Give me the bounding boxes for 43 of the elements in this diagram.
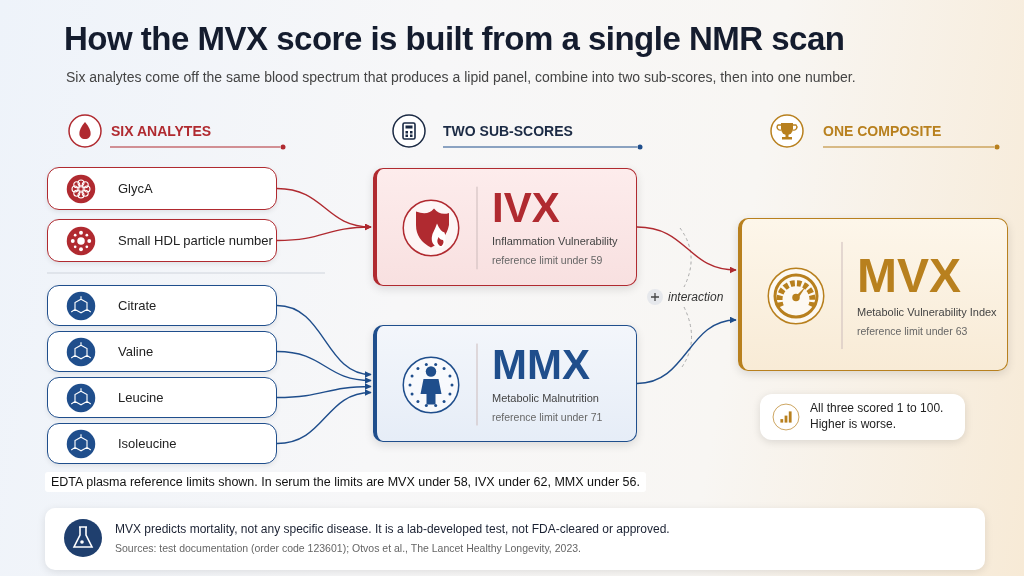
analyte-box [47, 167, 277, 210]
subtitle: Six analytes come off the same blood spectrum that produces a lipid panel, combine into two sub-scores, then into one number. [66, 69, 856, 85]
score-name: IVX [492, 187, 560, 229]
analyte-name: Leucine [118, 390, 164, 405]
score-card [373, 325, 637, 442]
arrow [276, 223, 372, 242]
analyte-box [47, 331, 277, 372]
score-description: Metabolic Vulnerability Index [857, 305, 997, 318]
arrow [276, 389, 372, 445]
arrow [276, 350, 372, 384]
analyte-box [47, 423, 277, 464]
analyte-box [47, 377, 277, 418]
score-card [738, 218, 1008, 371]
reference-limit: reference limit under 59 [492, 254, 603, 266]
analyte-box [47, 219, 277, 262]
score-description: Metabolic Malnutrition [492, 391, 599, 404]
arrow [276, 383, 372, 399]
score-description: Inflammation Vulnerability [492, 235, 618, 247]
section-heading: TWO SUB-SCORES [443, 123, 573, 139]
reference-limit: reference limit under 63 [857, 324, 968, 337]
score-card [373, 168, 637, 286]
interaction-label: interaction [668, 290, 724, 304]
note-text: All three scored 1 to 100. Higher is worse. [810, 400, 945, 432]
disclaimer: MVX predicts mortality, not any specific disease. It is a lab-developed test, not FDA-cleared or approved. [115, 522, 670, 536]
reference-limit: reference limit under 71 [492, 410, 603, 423]
analyte-box [47, 285, 277, 326]
note-card [760, 394, 965, 440]
analyte-name: Citrate [118, 298, 157, 313]
title: How the MVX score is built from a single NMR scan [64, 20, 845, 58]
arrow [636, 226, 737, 273]
score-name: MMX [492, 343, 590, 386]
footnote: EDTA plasma reference limits shown. In serum the limits are MVX under 58, IVX under 62, MMX under 56. [45, 472, 646, 492]
section-heading: SIX ANALYTES [111, 123, 212, 139]
footer-card [45, 508, 985, 570]
arrow [276, 304, 372, 378]
analyte-name: GlycA [118, 181, 153, 196]
section-heading: ONE COMPOSITE [823, 123, 942, 139]
analyte-name: Small HDL particle number [118, 233, 273, 248]
arrow [636, 317, 737, 385]
score-name: MVX [857, 251, 961, 300]
source-note: Sources: test documentation (order code 123601); Otvos et al., The Lancet Healthy Longevity, 2023. [115, 542, 581, 554]
analyte-name: Valine [118, 344, 154, 359]
analyte-name: Isoleucine [118, 436, 177, 451]
